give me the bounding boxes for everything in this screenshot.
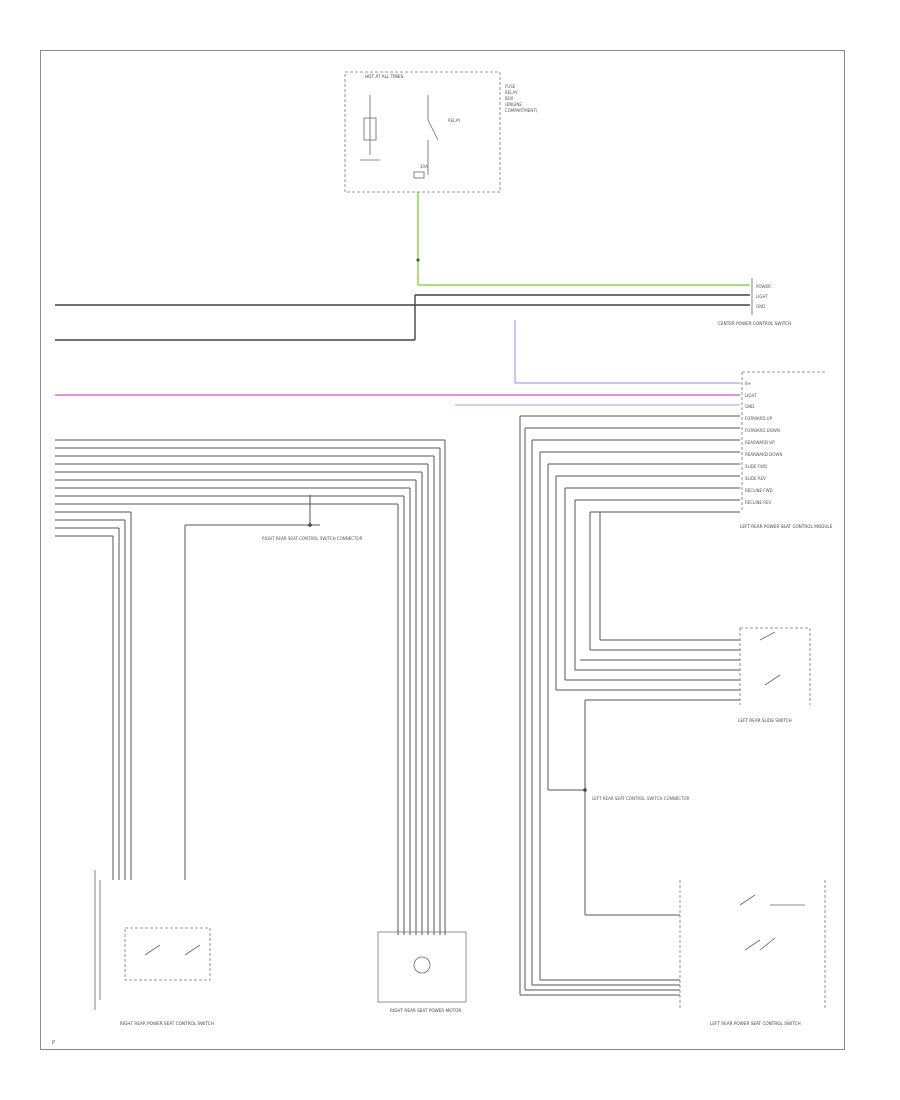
right-motor-title: RIGHT REAR SEAT POWER MOTOR: [390, 1008, 461, 1013]
signal-wires: [55, 320, 740, 406]
left-slide-switch-title: LEFT REAR SLIDE SWITCH: [738, 718, 792, 723]
center-switch-pin-light: LIGHT: [756, 294, 769, 299]
fuse-box-note-4: (ENGINE: [505, 102, 522, 107]
module-pin-2: LIGHT: [745, 393, 758, 398]
fuse-relay-box: HOT AT ALL TIMES FUSE RELAY BOX (ENGINE …: [344, 71, 538, 193]
fuse-box-note-1: FUSE: [505, 84, 516, 89]
right-rear-seat-power-motor: RIGHT REAR SEAT POWER MOTOR: [377, 931, 467, 1013]
module-pin-10: RECLINE FWD: [745, 488, 773, 493]
module-pin-9: SLIDE REV: [745, 476, 766, 481]
center-switch-pin-power: POWER: [756, 284, 771, 289]
fuse-box-title: HOT AT ALL TIMES: [365, 74, 404, 79]
module-pin-11: RECLINE REV: [745, 500, 772, 505]
footer-code: P: [52, 1040, 56, 1046]
right-switch-title: RIGHT REAR POWER SEAT CONTROL SWITCH: [120, 1021, 214, 1026]
center-power-control-switch: POWER LIGHT GND CENTER POWER CONTROL SWI…: [718, 278, 791, 326]
left-module-title: LEFT REAR POWER SEAT CONTROL MODULE: [740, 524, 833, 529]
left-rear-harness: [519, 416, 740, 996]
fuse-icon: [413, 171, 425, 179]
splice-left-title: LEFT REAR SEAT CONTROL SWITCH CONNECTOR: [592, 796, 690, 801]
ground-bus: [55, 294, 750, 341]
relay-contact: [427, 119, 439, 141]
left-harness: [55, 439, 446, 935]
module-pin-5: FORWARD DOWN: [745, 428, 780, 433]
module-pin-4: FORWARD UP: [745, 416, 773, 421]
fuse-box-note-5: COMPARTMENT): [505, 108, 538, 113]
fuse-box-note-2: RELAY: [505, 90, 518, 95]
motor-icon: [413, 956, 431, 974]
relay-label: RELAY: [448, 118, 461, 123]
diagram-frame: [40, 50, 845, 1050]
left-rear-control-switch: LEFT REAR POWER SEAT CONTROL SWITCH: [679, 880, 826, 1026]
module-pin-6: REARWARD UP: [745, 440, 775, 445]
left-rear-slide-switch: LEFT REAR SLIDE SWITCH: [738, 627, 811, 723]
module-pin-8: SLIDE FWD: [745, 464, 767, 469]
power-feed-wire: [416, 192, 750, 286]
right-rear-control-switch: RIGHT REAR POWER SEAT CONTROL SWITCH: [94, 870, 214, 1026]
center-switch-pin-gnd: GND: [756, 304, 765, 309]
left-rear-seat-module: B+ LIGHT GND FORWARD UP FORWARD DOWN REA…: [740, 371, 833, 529]
splice-left: LEFT REAR SEAT CONTROL SWITCH CONNECTOR: [583, 788, 690, 801]
module-wires: [520, 415, 740, 513]
module-pin-1: B+: [745, 381, 751, 386]
center-switch-title: CENTER POWER CONTROL SWITCH: [718, 321, 791, 326]
module-pin-7: REARWARD DOWN: [745, 452, 782, 457]
relay-coil: [363, 117, 377, 141]
left-switch-title: LEFT REAR POWER SEAT CONTROL SWITCH: [710, 1021, 801, 1026]
fuse-label: 10A: [420, 164, 428, 169]
module-pin-3: GND: [745, 404, 754, 409]
fuse-box-note-3: BOX: [505, 96, 514, 101]
splice-right-title: RIGHT REAR SEAT CONTROL SWITCH CONNECTOR: [262, 536, 363, 541]
splice-right: RIGHT REAR SEAT CONTROL SWITCH CONNECTOR: [262, 523, 363, 541]
